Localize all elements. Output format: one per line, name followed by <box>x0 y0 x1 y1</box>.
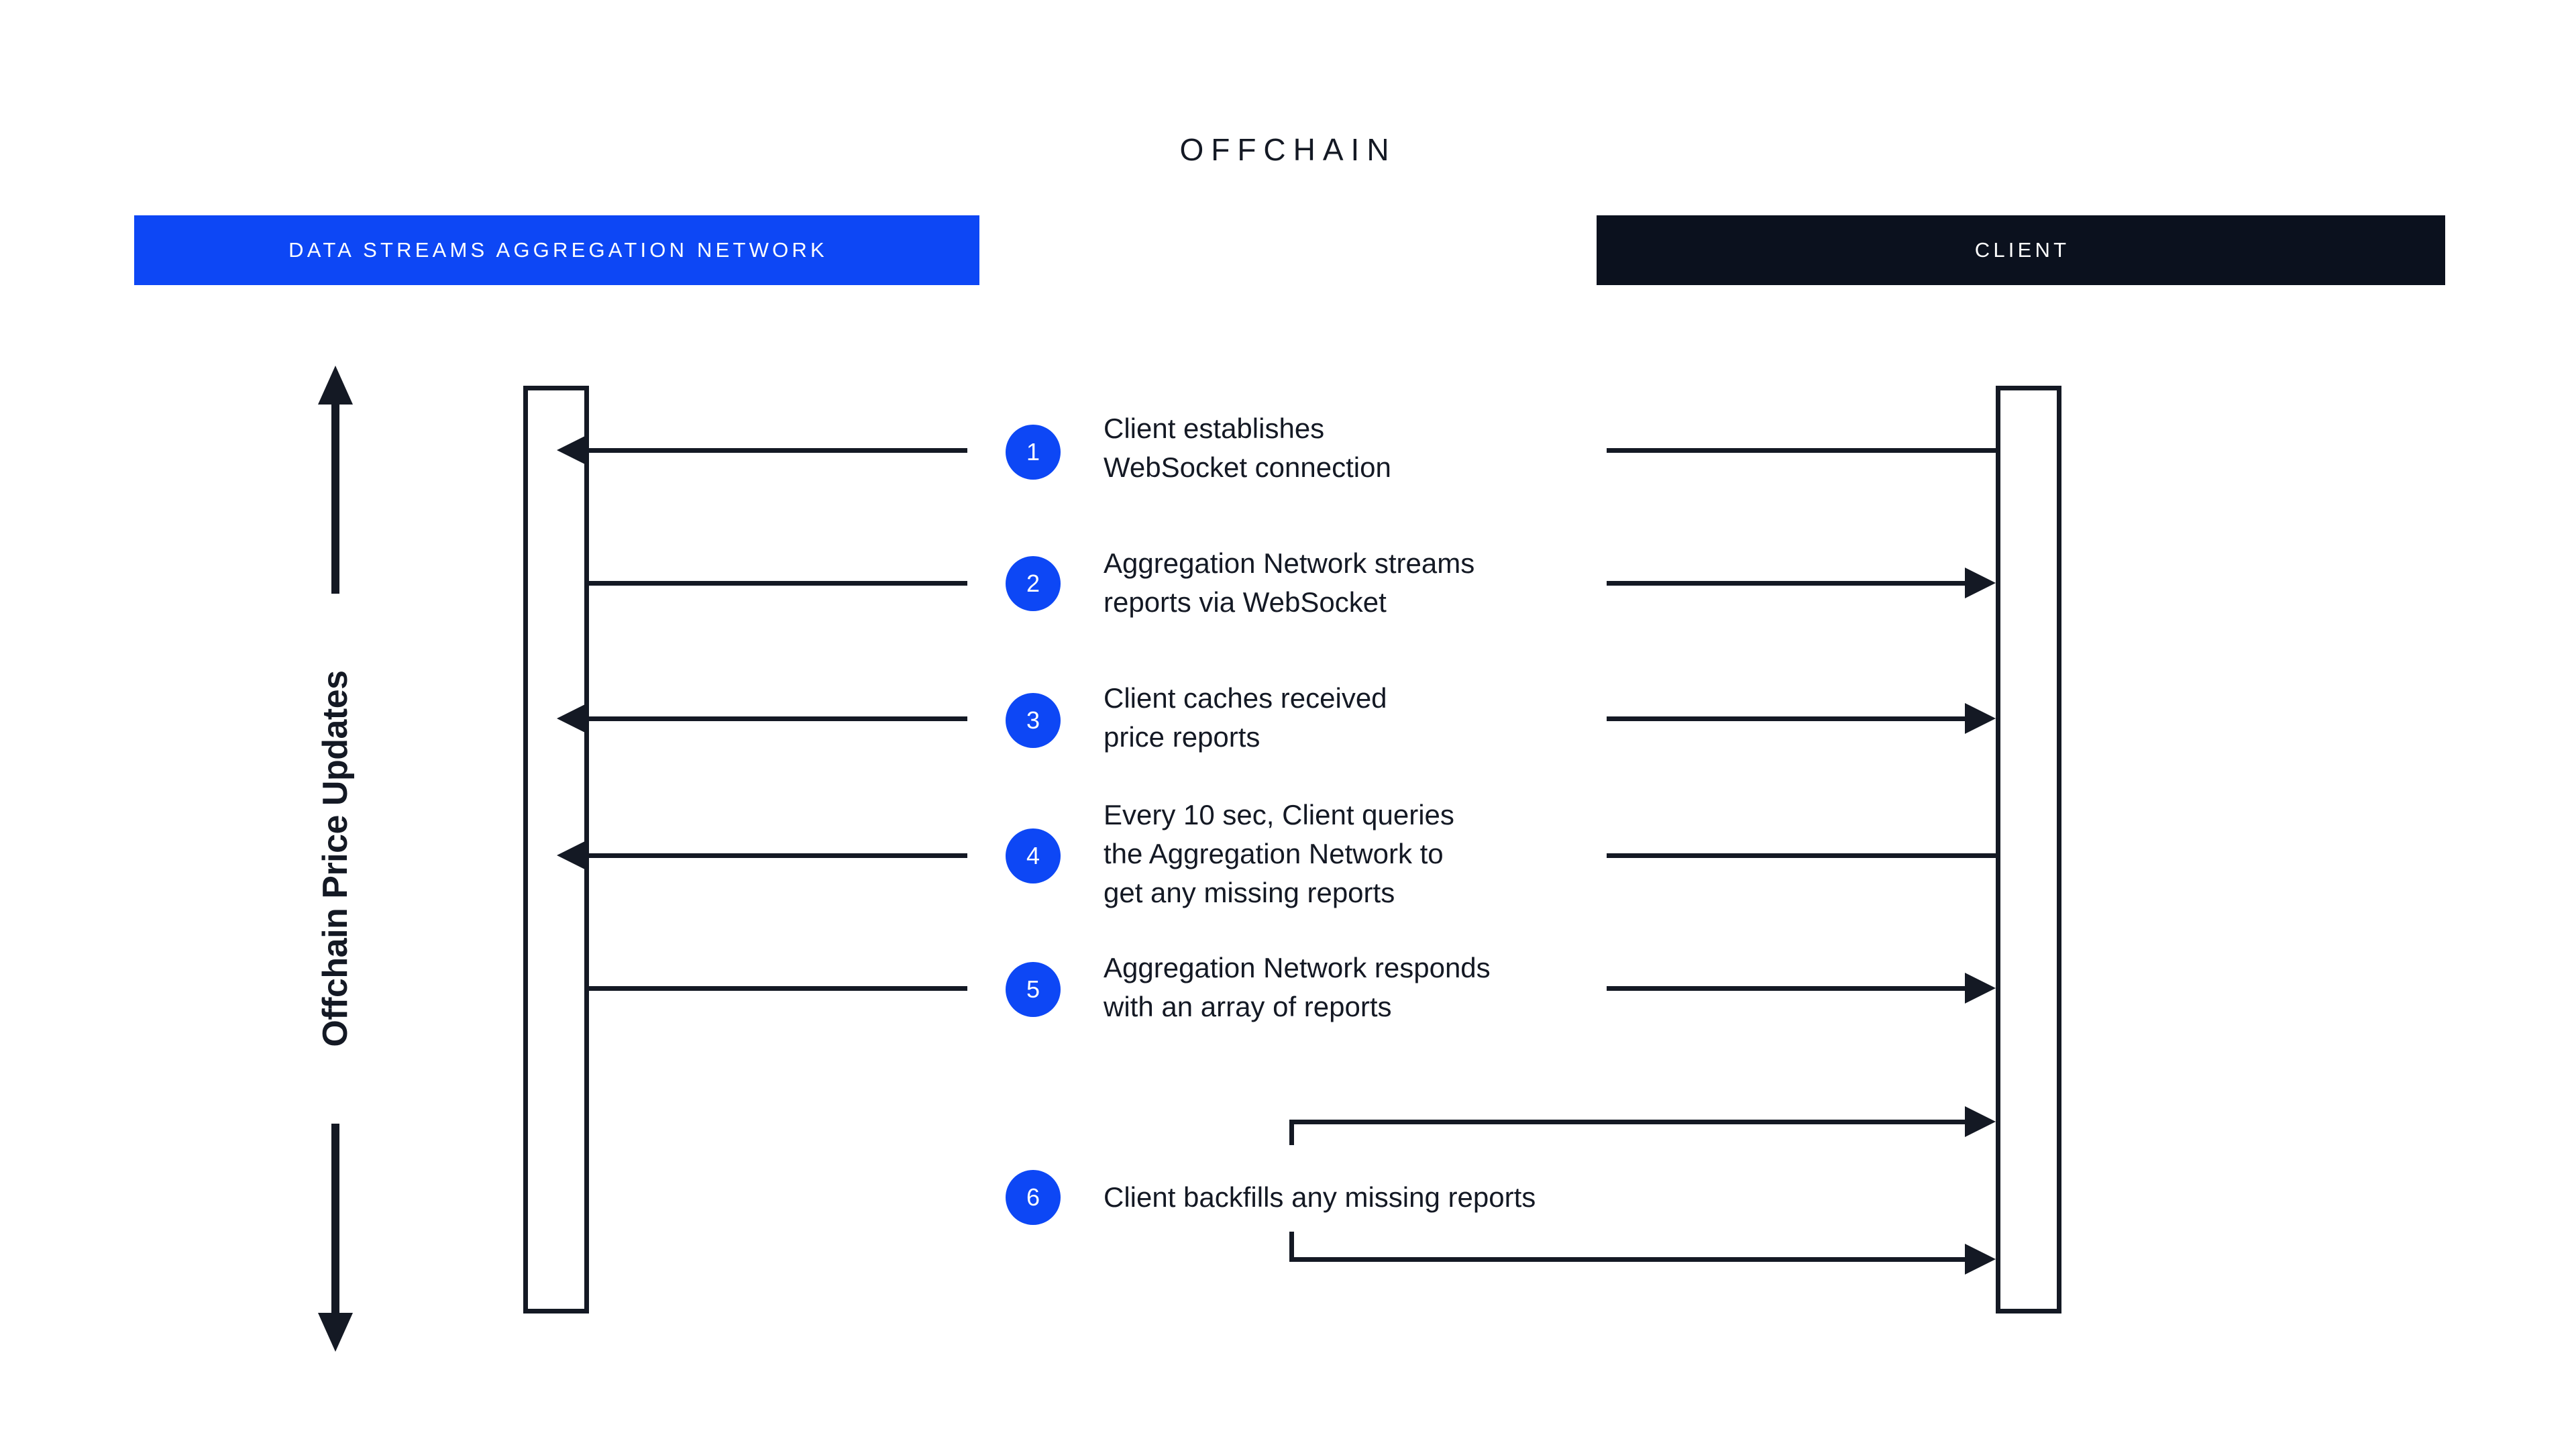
arrow-head-6-bottom-icon <box>1965 1244 1996 1275</box>
lane-header-aggregation-network: DATA STREAMS AGGREGATION NETWORK <box>134 215 979 285</box>
message-line-5-left <box>588 986 967 991</box>
message-line-1-right <box>1607 448 1997 453</box>
message-loop-stub-6-bottom <box>1289 1232 1294 1262</box>
message-line-4-right <box>1607 853 1997 858</box>
lane-header-aggregation-network-label: DATA STREAMS AGGREGATION NETWORK <box>288 238 828 262</box>
step-text-1: Client establishes WebSocket connection <box>1104 413 1391 483</box>
step-badge-2[interactable]: 2 <box>1006 556 1061 611</box>
step-text-6: Client backfills any missing reports <box>1104 1181 1536 1213</box>
message-loop-stub-6-top <box>1289 1120 1294 1145</box>
step-text-5: Aggregation Network responds with an arr… <box>1104 952 1491 1022</box>
arrow-head-6-top-icon <box>1965 1106 1996 1137</box>
lane-header-client-label: CLIENT <box>1974 238 2070 262</box>
arrow-head-5-right-icon <box>1965 973 1996 1004</box>
message-line-2-left <box>588 581 967 586</box>
message-line-5-right <box>1607 986 1966 991</box>
message-line-6-bottom <box>1289 1257 1966 1262</box>
step-text-2: Aggregation Network streams reports via … <box>1104 547 1475 618</box>
double-arrow-icon <box>318 366 353 1352</box>
arrow-head-3-left-icon <box>557 703 588 734</box>
arrow-head-2-right-icon <box>1965 568 1996 598</box>
step-badge-6[interactable]: 6 <box>1006 1170 1061 1225</box>
arrow-head-4-left-icon <box>557 840 588 871</box>
step-text-4: Every 10 sec, Client queries the Aggrega… <box>1104 799 1454 908</box>
message-line-1-left <box>588 448 967 453</box>
message-line-4-left <box>588 853 967 858</box>
step-badge-4[interactable]: 4 <box>1006 828 1061 883</box>
message-line-3-left <box>588 716 967 721</box>
page-title: OFFCHAIN <box>1179 132 1397 167</box>
step-text-3: Client caches received price reports <box>1104 682 1387 753</box>
message-line-6-top <box>1289 1120 1966 1124</box>
message-line-2-right <box>1607 581 1966 586</box>
lane-header-client: CLIENT <box>1597 215 2445 285</box>
arrow-head-3-right-icon <box>1965 703 1996 734</box>
lifeline-client <box>1996 386 2061 1313</box>
arrow-head-1-left-icon <box>557 435 588 466</box>
step-badge-3[interactable]: 3 <box>1006 693 1061 748</box>
step-badge-5[interactable]: 5 <box>1006 962 1061 1017</box>
step-badge-1[interactable]: 1 <box>1006 425 1061 480</box>
offchain-price-updates-label: Offchain Price Updates <box>316 670 355 1047</box>
offchain-price-updates-axis: Offchain Price Updates <box>268 366 402 1352</box>
message-line-3-right <box>1607 716 1966 721</box>
